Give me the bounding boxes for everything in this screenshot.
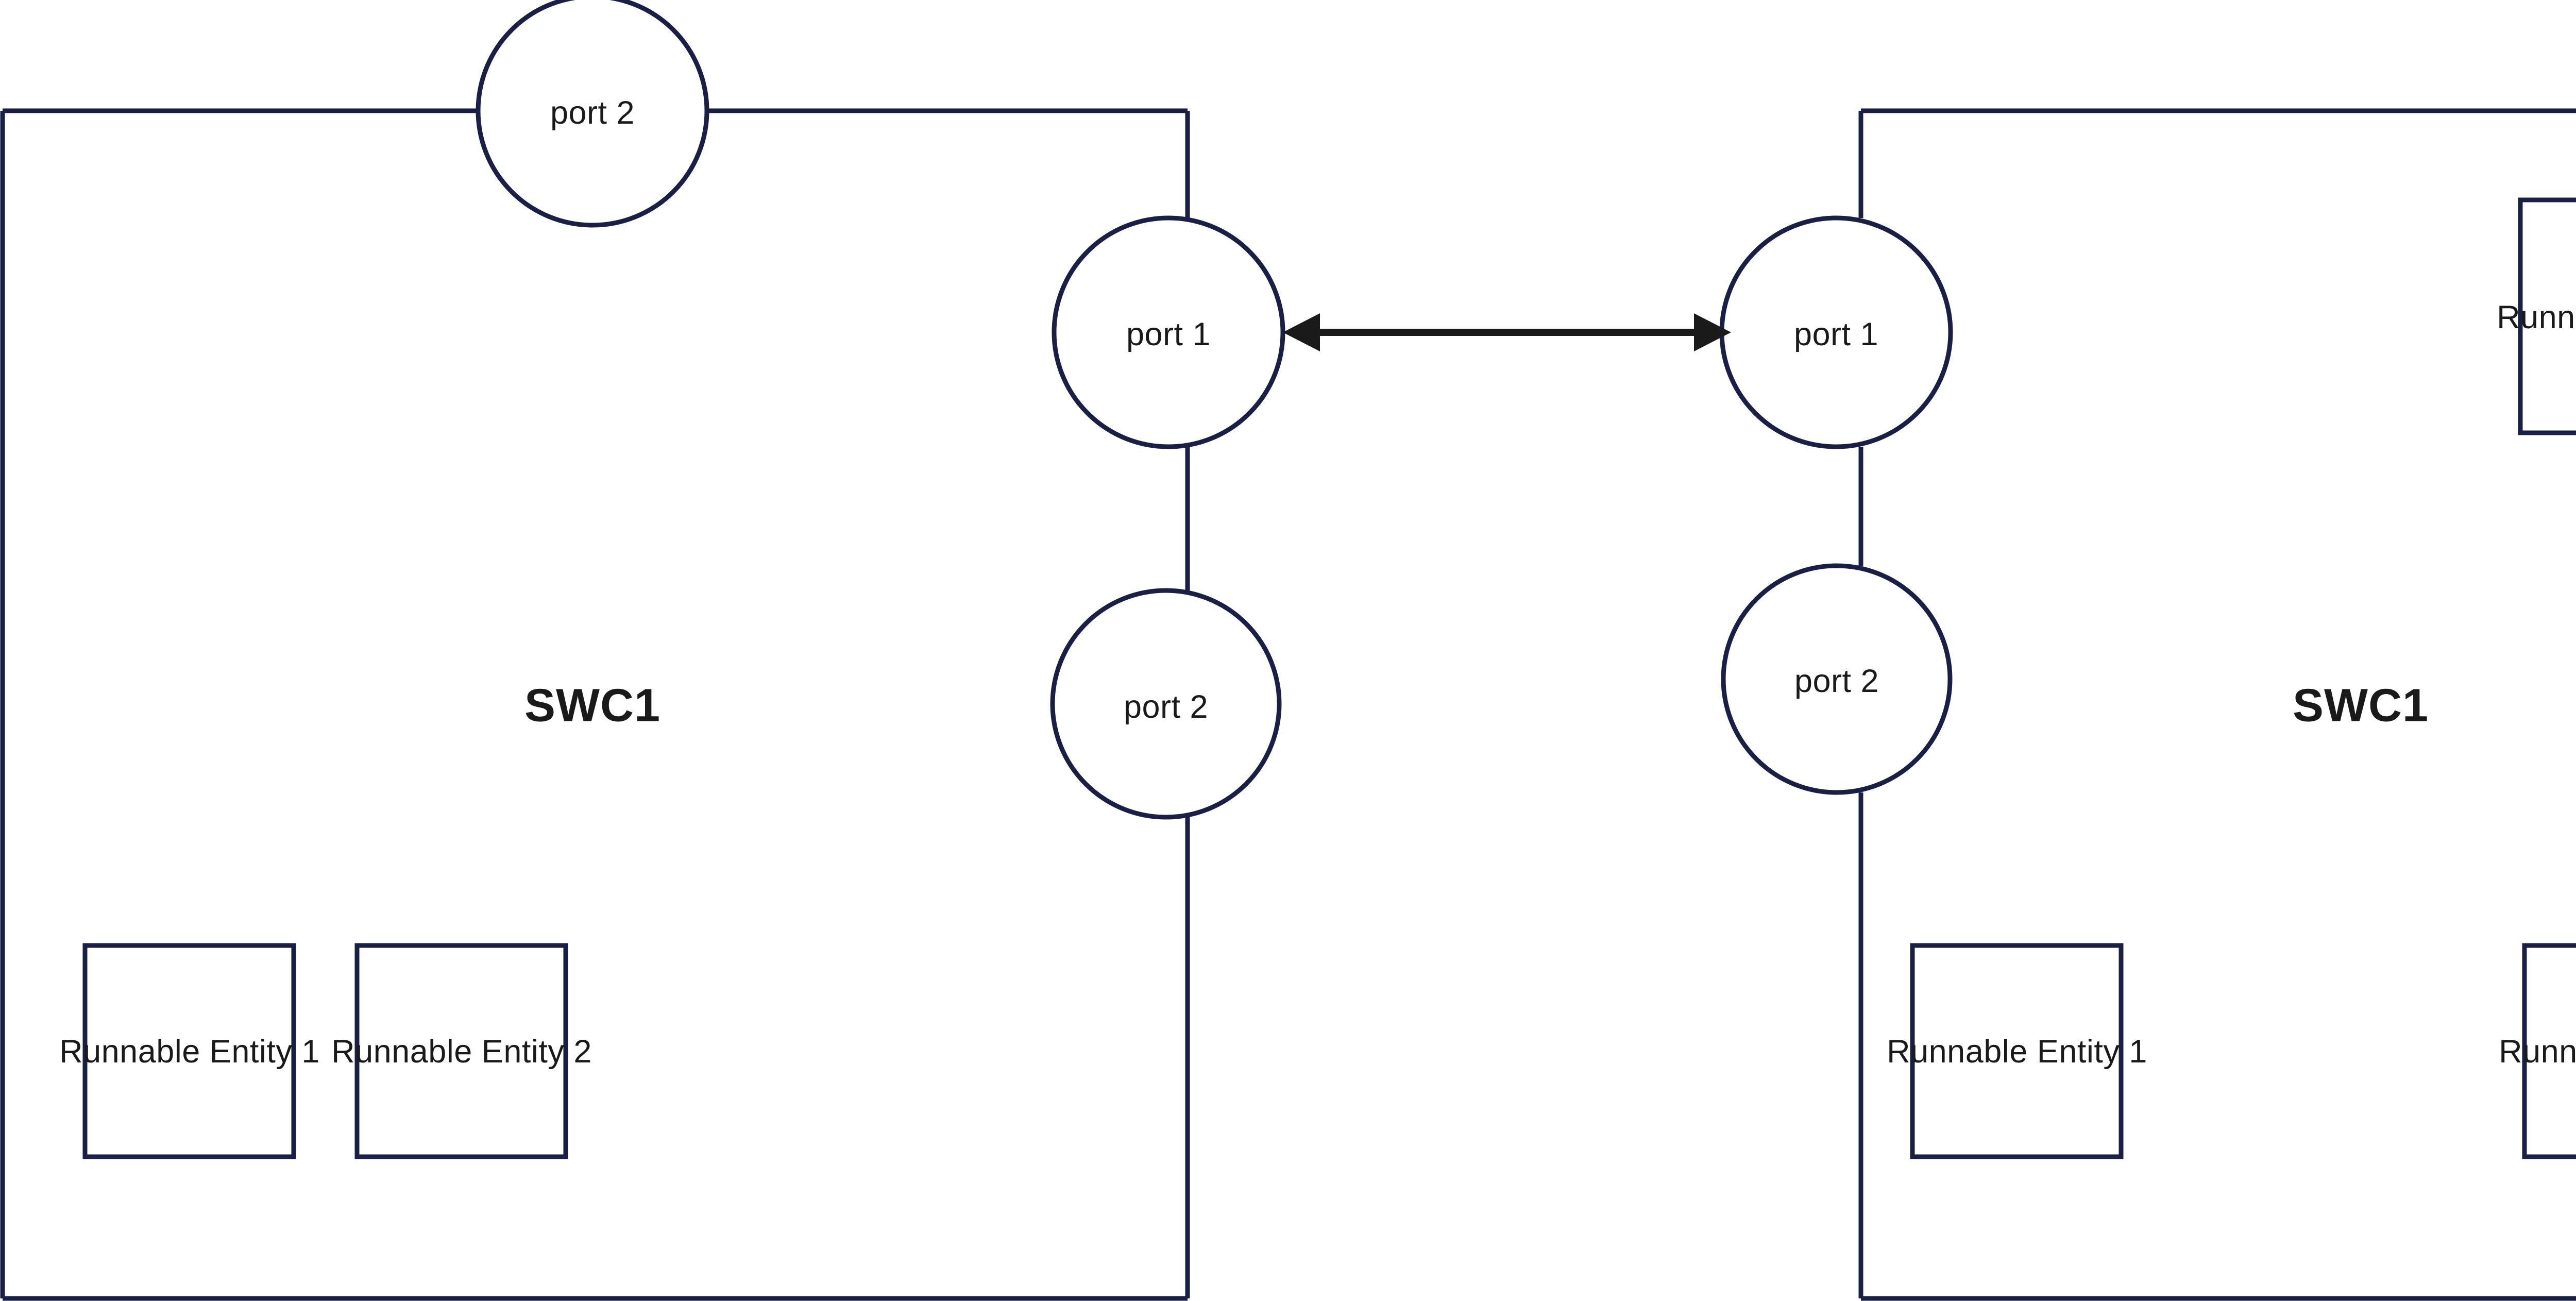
right-runnable-entity-1-box [1910, 943, 2124, 1159]
right-runnable-entity-1-hit[interactable] [1912, 945, 2121, 1157]
swc-right-boundary [1858, 108, 2576, 1301]
left-runnable-entity-2-hit[interactable] [357, 945, 566, 1157]
port-connection-arrow [1283, 313, 1731, 351]
left-runnable-entity-1-hit[interactable] [85, 945, 294, 1157]
left-port-2-right-circle [1050, 588, 1282, 820]
right-port-2-hit[interactable] [1723, 566, 1950, 792]
right-port-2-circle [1721, 563, 1953, 795]
right-runnable-entity-2-hit[interactable] [2524, 945, 2576, 1157]
right-port-1-hit[interactable] [1722, 218, 1951, 447]
left-port-2-top-circle [476, 0, 709, 228]
port-connection-arrowhead-left [1283, 313, 1320, 351]
left-port-2-top-hit[interactable] [478, 0, 707, 225]
right-runnable-entity-2-box [2522, 943, 2576, 1159]
left-runnable-entity-2-box [354, 943, 568, 1159]
port-connection-arrow-hit[interactable] [1283, 309, 1731, 356]
left-runnable-entity-1-box [82, 943, 296, 1159]
port-connection-arrowhead-right [1694, 313, 1731, 351]
left-port-1-hit[interactable] [1054, 218, 1283, 447]
left-port-2-right-hit[interactable] [1053, 590, 1279, 817]
right-runnable-entity-3-hit[interactable] [2520, 200, 2576, 433]
right-runnable-entity-3-box [2518, 197, 2576, 435]
swc-left-boundary [0, 108, 1190, 1301]
